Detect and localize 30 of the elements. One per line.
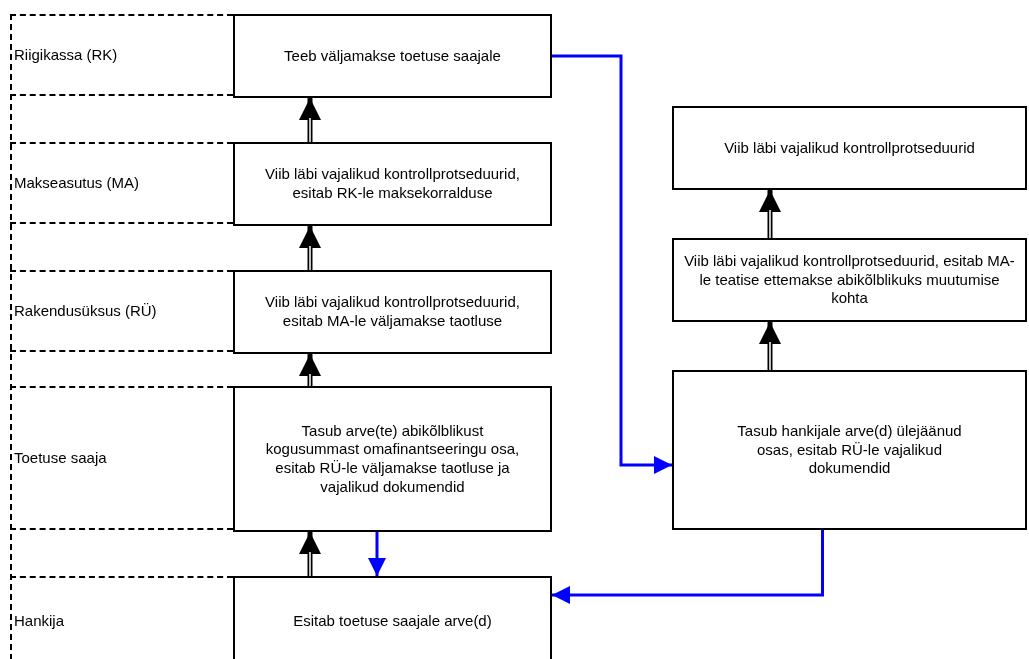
step-text: Tasub hankijale arve(d) ülejäänud osas, esitab RÜ-le vajalikud dokumendid xyxy=(736,421,963,479)
lane-label: Toetuse saaja xyxy=(14,448,107,468)
process-box xyxy=(233,14,552,98)
arrow xyxy=(299,354,321,387)
step-text: Tasub arve(te) abikõlblikust kogusummast omafinantseeringu osa, esitab RÜ-le väljamakse taotluse ja vajalikud dokumendid xyxy=(264,421,521,497)
arrow xyxy=(299,532,321,577)
step-text: Viib läbi vajalikud kontrollprotseduurid, esitab RK-le maksekorralduse xyxy=(264,165,521,203)
arrow xyxy=(299,98,321,143)
lane-label: Makseasutus (MA) xyxy=(14,173,140,193)
lane-label: Hankija xyxy=(14,611,65,631)
process-box xyxy=(233,270,552,354)
arrow xyxy=(552,54,672,474)
process-box xyxy=(672,106,1027,190)
step-text: Esitab toetuse saajale arve(d) xyxy=(293,611,492,631)
lane-label: Rakendusüksus (RÜ) xyxy=(14,301,157,321)
step-text: Teeb väljamakse toetuse saajale xyxy=(284,46,501,66)
lane-label: Riigikassa (RK) xyxy=(14,45,118,65)
process-box xyxy=(672,370,1027,530)
step-text: Viib läbi vajalikud kontrollprotseduurid xyxy=(724,138,975,158)
arrow xyxy=(552,530,824,604)
process-box xyxy=(233,386,552,532)
arrow xyxy=(759,322,781,371)
process-box xyxy=(672,238,1027,322)
process-box xyxy=(233,142,552,226)
step-text: Viib läbi vajalikud kontrollprotseduurid, esitab MA-le teatise ettemakse abikõlblikuks muutumise kohta xyxy=(684,251,1015,309)
process-box xyxy=(233,576,552,659)
step-text: Viib läbi vajalikud kontrollprotseduurid, esitab MA-le väljamakse taotluse xyxy=(264,293,521,331)
arrow xyxy=(759,190,781,239)
arrow xyxy=(368,532,386,576)
arrow xyxy=(299,226,321,271)
